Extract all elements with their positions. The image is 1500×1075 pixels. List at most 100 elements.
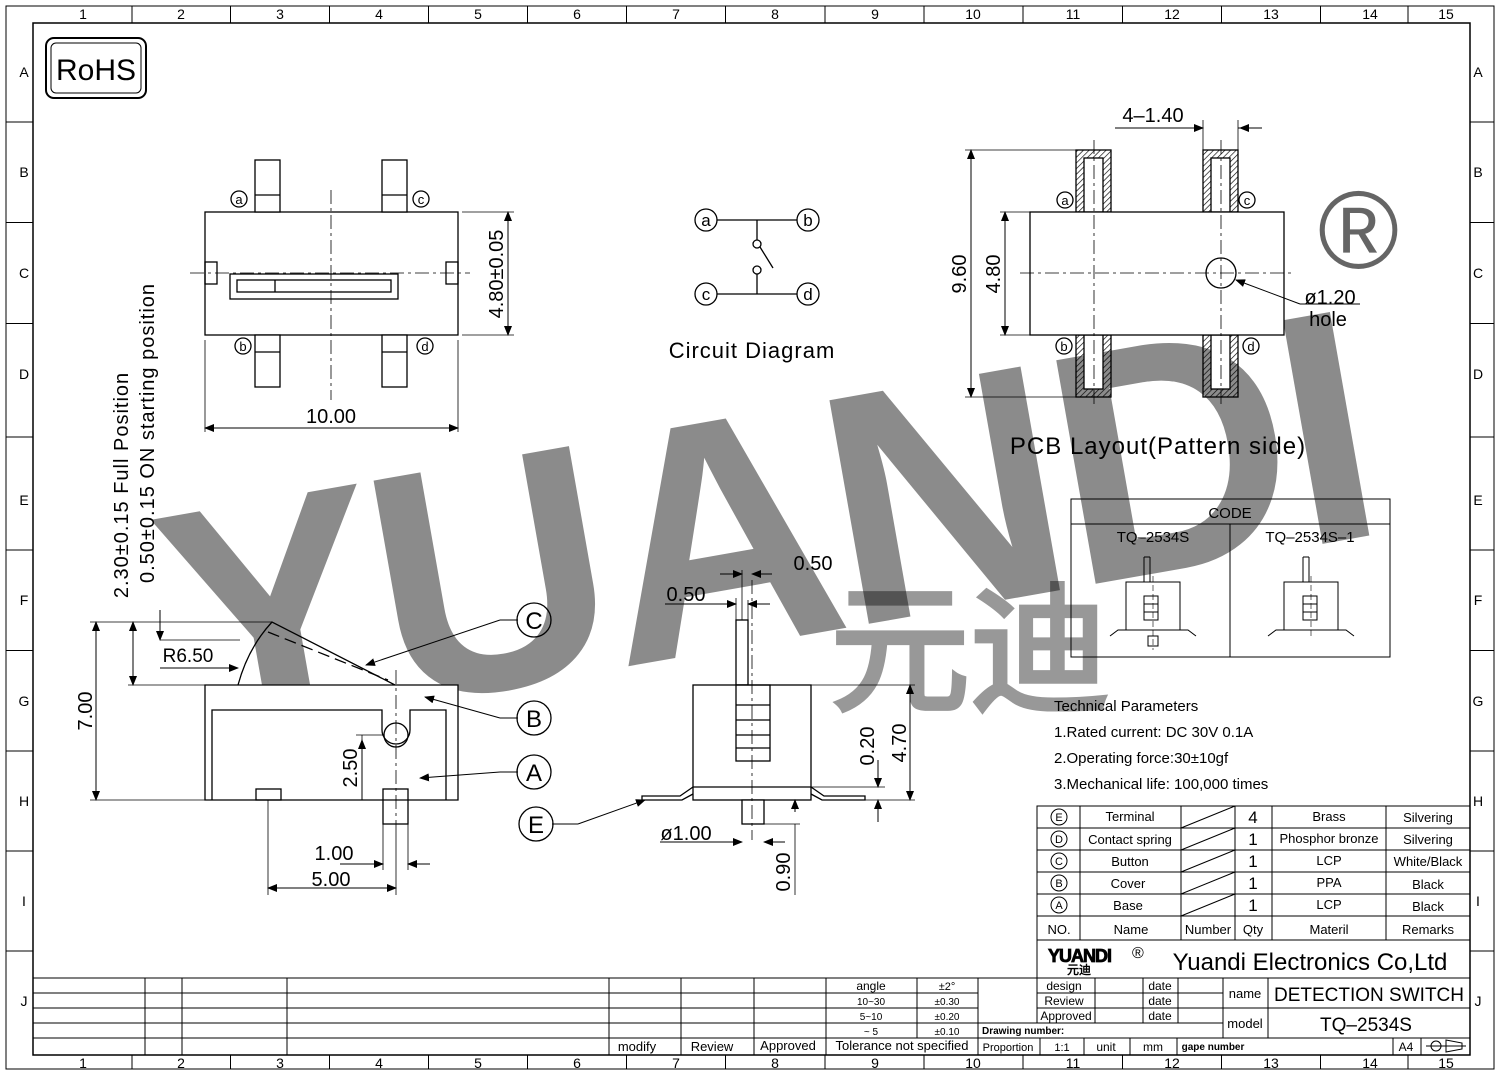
tb-date-3: date bbox=[1148, 1009, 1172, 1023]
code-table-col1: TQ–2534S bbox=[1117, 529, 1190, 546]
code-table bbox=[1070, 498, 1391, 658]
circuit-pin-d-label: d bbox=[803, 285, 812, 304]
code-table-title: CODE bbox=[1208, 505, 1251, 522]
tb-design-label: design bbox=[1046, 979, 1081, 993]
company-logo-cn: 元迪 bbox=[1067, 962, 1091, 977]
tb-mm: mm bbox=[1143, 1040, 1163, 1054]
code-table-col2: TQ–2534S–1 bbox=[1265, 529, 1354, 546]
bom-header-no: NO. bbox=[1047, 922, 1070, 937]
title-block bbox=[33, 977, 1470, 1055]
end-callout-e: E bbox=[528, 812, 544, 839]
side-dim-on-position: 0.50±0.15 ON starting position bbox=[137, 283, 159, 583]
company-name: Yuandi Electronics Co,Ltd bbox=[1173, 949, 1448, 976]
pcb-dim-inner: 4.80 bbox=[983, 255, 1005, 294]
top-pin-b-label: b bbox=[239, 339, 246, 354]
tb-tol-row2: 5~10 bbox=[860, 1012, 883, 1023]
row-label: B bbox=[1473, 164, 1482, 180]
column-label: 1 bbox=[79, 6, 87, 22]
technical-parameters: Technical Parameters 1.Rated current: DC… bbox=[1054, 698, 1268, 793]
tb-review-label: Review bbox=[691, 1039, 734, 1054]
tb-scale: 1:1 bbox=[1054, 1042, 1069, 1054]
pcb-layout bbox=[965, 120, 1360, 405]
top-pin-a-label: a bbox=[235, 192, 243, 207]
column-label: 7 bbox=[672, 6, 680, 22]
side-dim-radius: R6.50 bbox=[163, 646, 214, 667]
column-label: 6 bbox=[573, 1055, 581, 1071]
tb-model-label: model bbox=[1227, 1016, 1263, 1031]
bom-row-3-material: LCP bbox=[1316, 853, 1341, 868]
column-label: 8 bbox=[771, 1055, 779, 1071]
pcb-dim-hole: ø1.20 bbox=[1304, 287, 1355, 309]
row-label: A bbox=[1473, 64, 1483, 80]
bom-row-1-no: E bbox=[1055, 812, 1062, 824]
watermark-reg-mark: ® bbox=[1318, 169, 1399, 292]
column-label: 9 bbox=[871, 1055, 879, 1071]
row-label: D bbox=[19, 366, 29, 382]
row-label: D bbox=[1473, 366, 1483, 382]
column-label: 10 bbox=[965, 6, 981, 22]
column-label: 12 bbox=[1164, 1055, 1180, 1071]
bom-row-5-name: Base bbox=[1113, 898, 1143, 913]
tech-line-3: 3.Mechanical life: 100,000 times bbox=[1054, 776, 1268, 793]
bom-row-3-no: C bbox=[1055, 856, 1063, 868]
bom-row-4-name: Cover bbox=[1111, 876, 1146, 891]
side-dim-full-position: 2.30±0.15 Full Position bbox=[111, 372, 133, 598]
side-dim-100: 1.00 bbox=[315, 843, 354, 865]
column-label: 6 bbox=[573, 6, 581, 22]
column-label: 3 bbox=[276, 6, 284, 22]
sheet-border bbox=[5, 5, 1495, 1070]
side-dim-250: 2.50 bbox=[340, 749, 362, 788]
row-label: J bbox=[1475, 993, 1482, 1009]
column-label: 4 bbox=[375, 1055, 383, 1071]
column-label: 2 bbox=[177, 1055, 185, 1071]
bom-row-4-remarks: Black bbox=[1412, 877, 1444, 892]
bom-row-3-name: Button bbox=[1111, 854, 1149, 869]
bom-row-2-no: D bbox=[1055, 834, 1063, 846]
tb-date-2: date bbox=[1148, 994, 1172, 1008]
column-label: 12 bbox=[1164, 6, 1180, 22]
column-label: 13 bbox=[1263, 1055, 1279, 1071]
end-dim-050-left: 0.50 bbox=[667, 584, 706, 606]
tb-tol-row2-value: ±0.20 bbox=[935, 1012, 960, 1023]
column-label: 14 bbox=[1362, 1055, 1378, 1071]
bom-header-remarks: Remarks bbox=[1402, 922, 1455, 937]
bom-row-5-remarks: Black bbox=[1412, 899, 1444, 914]
tech-line-2: 2.Operating force:30±10gf bbox=[1054, 750, 1229, 767]
column-label: 10 bbox=[965, 1055, 981, 1071]
row-label: F bbox=[1474, 592, 1483, 608]
bom-row-1-remarks: Silvering bbox=[1403, 810, 1453, 825]
tb-review2-label: Review bbox=[1044, 994, 1084, 1008]
pcb-title: PCB Layout(Pattern side) bbox=[1010, 433, 1306, 460]
tb-sheet-size: A4 bbox=[1399, 1040, 1414, 1054]
bom-row-5-material: LCP bbox=[1316, 897, 1341, 912]
bom-row-5-qty: 1 bbox=[1248, 896, 1257, 915]
row-label: F bbox=[20, 592, 29, 608]
pcb-dim-outer: 9.60 bbox=[949, 255, 971, 294]
end-dim-020: 0.20 bbox=[857, 727, 879, 766]
company-logo: YUANDI bbox=[1048, 946, 1111, 966]
bom-row-1-name: Terminal bbox=[1105, 809, 1154, 824]
column-label: 13 bbox=[1263, 6, 1279, 22]
tb-tol-row1-value: ±0.30 bbox=[935, 997, 960, 1008]
column-label: 1 bbox=[79, 1055, 87, 1071]
row-label: A bbox=[19, 64, 29, 80]
row-label: I bbox=[1476, 893, 1480, 909]
row-label: C bbox=[1473, 265, 1483, 281]
tb-model-value: TQ–2534S bbox=[1320, 1015, 1412, 1036]
bom-row-2-material: Phosphor bronze bbox=[1279, 831, 1378, 846]
side-callout-b: B bbox=[526, 706, 542, 733]
row-label: B bbox=[19, 164, 28, 180]
tb-tolerance-note: Tolerance not specified bbox=[836, 1038, 969, 1053]
column-label: 7 bbox=[672, 1055, 680, 1071]
bom-row-3-remarks: White/Black bbox=[1394, 854, 1463, 869]
bom-row-4-no: B bbox=[1055, 878, 1062, 890]
column-label: 14 bbox=[1362, 6, 1378, 22]
tb-tol-angle-value: ±2° bbox=[939, 981, 956, 993]
bom-row-1-qty: 4 bbox=[1248, 808, 1257, 827]
row-label: E bbox=[1473, 492, 1482, 508]
tb-tol-angle: angle bbox=[856, 979, 886, 993]
circuit-diagram bbox=[694, 208, 820, 306]
